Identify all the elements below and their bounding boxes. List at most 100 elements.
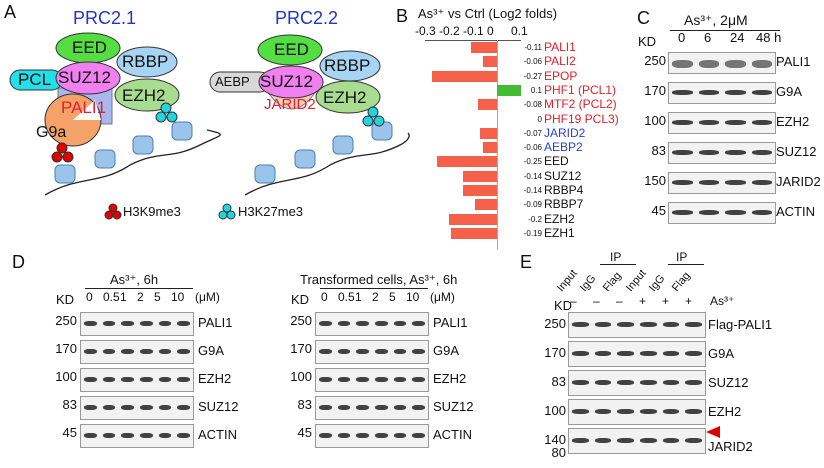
protein-label: G9A xyxy=(433,343,460,358)
lane-label: 5 xyxy=(389,290,396,304)
subunit-suz12: SUZ12 xyxy=(58,68,111,87)
band xyxy=(685,322,702,327)
bar xyxy=(497,84,521,96)
kd-marker: 80 xyxy=(551,445,566,460)
lane-label: 48 h xyxy=(756,30,782,45)
category-label: EPOP xyxy=(544,68,578,83)
value-label: -0.07 xyxy=(523,128,542,138)
blot-strip xyxy=(315,396,429,420)
band xyxy=(751,150,772,155)
band xyxy=(662,438,680,443)
band xyxy=(725,60,746,68)
bar xyxy=(477,99,497,111)
value-label: -0.14 xyxy=(523,171,542,181)
protein-label: G9A xyxy=(776,84,803,99)
protein-label: ACTIN xyxy=(198,427,237,442)
treatment-sign: + xyxy=(662,294,670,308)
kd-marker: 83 xyxy=(62,397,77,412)
band xyxy=(672,120,693,125)
blot-strip xyxy=(668,82,776,104)
lane-label: IgG xyxy=(577,272,599,294)
bar xyxy=(480,127,497,139)
value-label: -0.19 xyxy=(523,228,542,238)
panel-label-e: E xyxy=(520,252,533,272)
kd-marker: 170 xyxy=(644,83,666,98)
band xyxy=(319,349,332,354)
band xyxy=(84,377,97,382)
value-label: -0.06 xyxy=(523,143,542,153)
band xyxy=(121,405,134,410)
blot-strip xyxy=(80,340,194,364)
band xyxy=(177,349,190,354)
band xyxy=(617,380,634,385)
band xyxy=(685,438,702,443)
subunit-rbbp: RBBP xyxy=(122,52,169,71)
band xyxy=(356,405,369,410)
kd-label: KD xyxy=(291,292,310,307)
blot-strip xyxy=(568,370,706,396)
treatment-label: As³⁺, 6h xyxy=(110,272,159,287)
band xyxy=(594,438,612,443)
protein-label: Flag-PALI1 xyxy=(708,317,773,332)
ip-label: IP xyxy=(610,250,622,264)
category-label: AEBP2 xyxy=(544,140,583,155)
band xyxy=(121,377,134,382)
band xyxy=(725,180,746,185)
band xyxy=(572,351,589,356)
kd-marker: 45 xyxy=(297,425,312,440)
band xyxy=(662,322,680,327)
lane-label: 0.5 xyxy=(338,290,355,304)
value-label: -0.27 xyxy=(523,71,542,81)
blot-strip xyxy=(80,312,194,336)
subunit-rbbp-2: RBBP xyxy=(324,56,371,75)
ip-label: IP xyxy=(676,250,688,264)
band xyxy=(158,433,172,438)
blot-strip xyxy=(315,312,429,336)
band xyxy=(617,351,634,356)
x-tick: 0.1 xyxy=(511,24,528,38)
category-label: PHF19 PCL3) xyxy=(544,111,619,126)
band xyxy=(140,377,153,382)
legend-h3k27me3: H3K27me3 xyxy=(238,204,304,219)
subunit-jarid2: JARID2 xyxy=(264,96,316,113)
protein-label: JARID2 xyxy=(708,439,753,454)
band xyxy=(140,321,153,326)
blot-strip xyxy=(568,312,706,338)
kd-marker: 250 xyxy=(644,53,666,68)
blot-strip xyxy=(568,399,706,425)
band xyxy=(375,321,388,326)
band xyxy=(640,380,657,385)
kd-marker: 45 xyxy=(651,203,666,218)
kd-marker: 250 xyxy=(55,313,77,328)
band xyxy=(337,321,351,326)
band xyxy=(640,409,657,414)
subunit-ezh2-2: EZH2 xyxy=(323,88,367,107)
band xyxy=(158,405,172,410)
treatment-sign: + xyxy=(639,294,647,308)
ip-bracket xyxy=(600,264,636,265)
x-tick: -0.1 xyxy=(463,24,484,38)
unit-label: (μM) xyxy=(195,290,220,304)
value-label: -0.25 xyxy=(523,157,542,167)
band xyxy=(177,405,190,410)
band xyxy=(594,409,612,414)
lane-label: 1 xyxy=(120,290,127,304)
protein-label: PALI1 xyxy=(433,315,468,330)
lane-label: Input xyxy=(623,267,649,294)
bar xyxy=(482,142,497,154)
kd-marker: 100 xyxy=(55,369,77,384)
category-label: JARID2 xyxy=(544,125,586,140)
blot-strip xyxy=(80,424,194,448)
category-label: PALI2 xyxy=(544,54,576,69)
band xyxy=(412,321,425,326)
protein-label: EZH2 xyxy=(433,371,467,386)
band xyxy=(572,380,589,385)
category-label: PHF1 (PCL1) xyxy=(544,82,617,97)
band xyxy=(412,349,425,354)
protein-label: JARID2 xyxy=(776,174,821,189)
protein-label: SUZ12 xyxy=(776,144,817,159)
protein-label: G9A xyxy=(708,346,735,361)
value-label: -0.11 xyxy=(524,43,542,52)
